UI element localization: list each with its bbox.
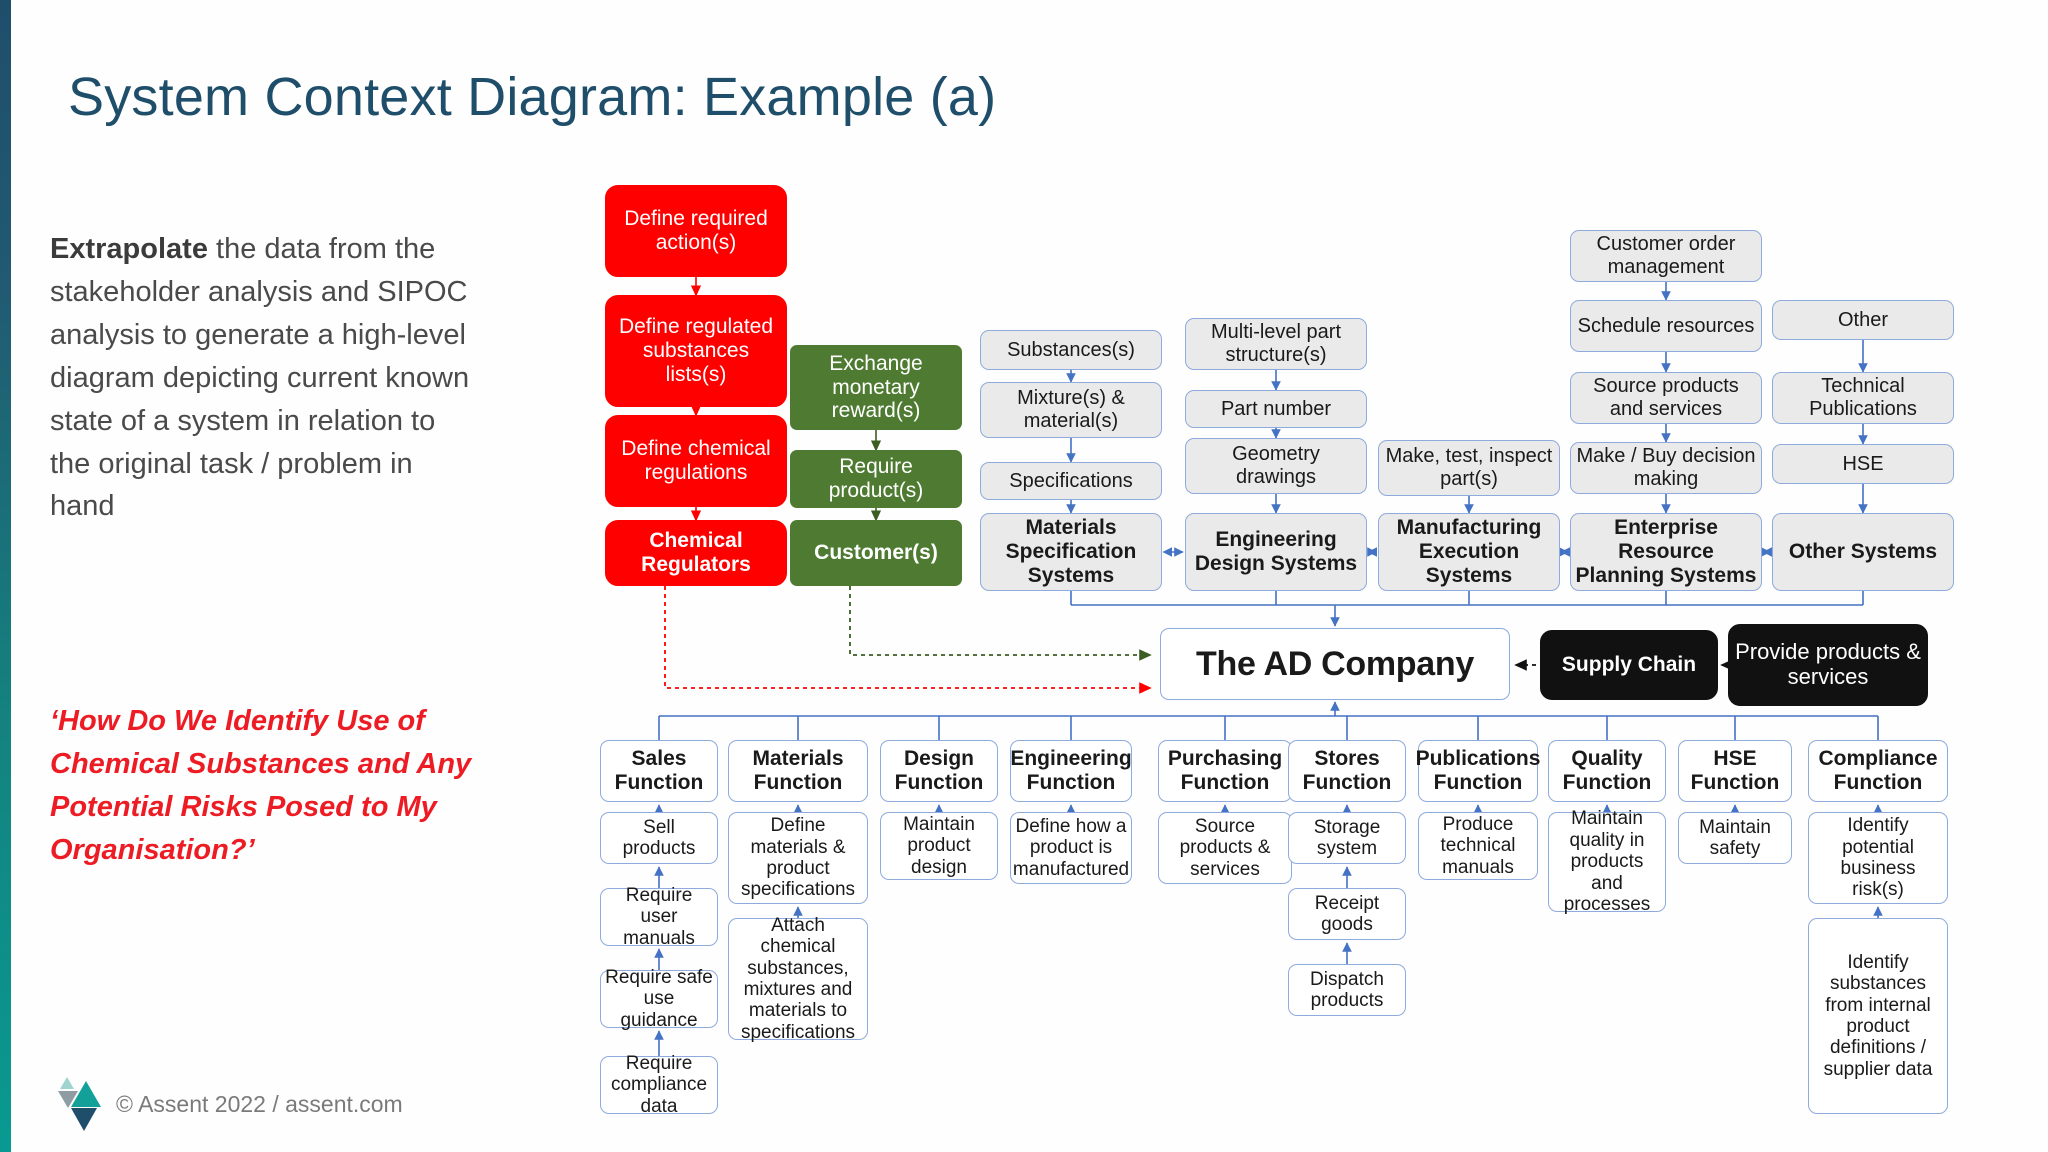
node-input-other: Other bbox=[1772, 300, 1954, 340]
page-title: System Context Diagram: Example (a) bbox=[68, 67, 997, 127]
node-activity-require-compliance-data: Require compliance data bbox=[600, 1053, 718, 1117]
node-input-part-number: Part number bbox=[1185, 390, 1367, 428]
node-function-design-function: Design Function bbox=[880, 740, 998, 802]
node-activity-maintain-product-design: Maintain product design bbox=[880, 812, 998, 880]
node-regulator-define-regulated-substances-lists-s: Define regulated substances lists(s) bbox=[605, 295, 787, 407]
node-activity-define-how-a-product-is-manufactured: Define how a product is manufactured bbox=[1010, 812, 1132, 884]
node-input-technical-publications: Technical Publications bbox=[1772, 372, 1954, 424]
node-function-stores-function: Stores Function bbox=[1288, 740, 1406, 802]
node-function-engineering-function: Engineering Function bbox=[1010, 740, 1132, 802]
node-activity-source-products-services: Source products & services bbox=[1158, 812, 1292, 884]
node-input-substances-s: Substances(s) bbox=[980, 330, 1162, 370]
node-activity-require-user-manuals: Require user manuals bbox=[600, 885, 718, 949]
question-callout: ‘How Do We Identify Use of Chemical Subs… bbox=[50, 705, 472, 866]
node-function-hse-function: HSE Function bbox=[1678, 740, 1792, 802]
node-function-quality-function: Quality Function bbox=[1548, 740, 1666, 802]
node-system-manufacturing-execution-systems: Manufacturing Execution Systems bbox=[1378, 513, 1560, 591]
node-customer-require-product-s: Require product(s) bbox=[790, 450, 962, 508]
node-input-hse: HSE bbox=[1772, 444, 1954, 484]
node-input-make-test-inspect-part-s: Make, test, inspect part(s) bbox=[1378, 440, 1560, 496]
node-activity-sell-products: Sell products bbox=[600, 812, 718, 864]
node-regulator-define-required-action-s: Define required action(s) bbox=[605, 185, 787, 277]
body-copy-rest: the data from the stakeholder analysis a… bbox=[50, 233, 470, 523]
node-activity-storage-system: Storage system bbox=[1288, 812, 1406, 864]
node-input-source-products-and-services: Source products and services bbox=[1570, 372, 1762, 424]
node-activity-receipt-goods: Receipt goods bbox=[1288, 888, 1406, 940]
node-regulator-define-chemical-regulations: Define chemical regulations bbox=[605, 415, 787, 507]
node-input-make-buy-decision-making: Make / Buy decision making bbox=[1570, 442, 1762, 494]
node-function-compliance-function: Compliance Function bbox=[1808, 740, 1948, 802]
node-input-customer-order-management: Customer order management bbox=[1570, 230, 1762, 282]
node-input-multi-level-part-structure-s: Multi-level part structure(s) bbox=[1185, 318, 1367, 370]
node-activity-dispatch-products: Dispatch products bbox=[1288, 964, 1406, 1016]
body-copy: Extrapolate the data from the stakeholde… bbox=[50, 228, 480, 528]
footer-text: © Assent 2022 / assent.com bbox=[116, 1090, 403, 1117]
node-customer-customer-s: Customer(s) bbox=[790, 520, 962, 586]
node-activity-define-materials-product-specifications: Define materials & product specification… bbox=[728, 812, 868, 904]
slide-accent-bar bbox=[0, 0, 11, 1152]
node-activity-maintain-quality-in-products-and-processes: Maintain quality in products and process… bbox=[1548, 808, 1666, 915]
node-function-sales-function: Sales Function bbox=[600, 740, 718, 802]
node-system-other-systems: Other Systems bbox=[1772, 513, 1954, 591]
node-supply-chain: Supply Chain bbox=[1540, 630, 1718, 700]
node-activity-attach-chemical-substances-mixtures-and-ma: Attach chemical substances, mixtures and… bbox=[728, 915, 868, 1043]
node-activity-identify-potential-business-risk-s: Identify potential business risk(s) bbox=[1808, 812, 1948, 904]
logo-triangle-light bbox=[60, 1077, 74, 1089]
node-customer-exchange-monetary-reward-s: Exchange monetary reward(s) bbox=[790, 345, 962, 430]
node-system-materials-specification-systems: Materials Specification Systems bbox=[980, 513, 1162, 591]
footer: © Assent 2022 / assent.com bbox=[58, 1075, 403, 1133]
node-system-engineering-design-systems: Engineering Design Systems bbox=[1185, 513, 1367, 591]
node-function-publications-function: Publications Function bbox=[1416, 740, 1540, 802]
node-activity-produce-technical-manuals: Produce technical manuals bbox=[1418, 812, 1538, 880]
logo-triangle-teal bbox=[71, 1081, 101, 1107]
logo-triangle-navy bbox=[71, 1108, 97, 1131]
node-the-ad-company: The AD Company bbox=[1160, 628, 1510, 700]
node-regulator-chemical-regulators: Chemical Regulators bbox=[605, 520, 787, 586]
node-input-schedule-resources: Schedule resources bbox=[1570, 300, 1762, 352]
node-system-enterprise-resource-planning-systems: Enterprise Resource Planning Systems bbox=[1570, 513, 1762, 591]
node-activity-maintain-safety: Maintain safety bbox=[1678, 812, 1792, 864]
node-provide-products-services: Provide products & services bbox=[1728, 624, 1928, 706]
node-input-geometry-drawings: Geometry drawings bbox=[1185, 438, 1367, 494]
body-copy-lead: Extrapolate bbox=[50, 233, 208, 265]
node-activity-identify-substances-from-internal-product-: Identify substances from internal produc… bbox=[1808, 918, 1948, 1114]
node-input-specifications: Specifications bbox=[980, 462, 1162, 500]
assent-logo-icon bbox=[58, 1075, 101, 1133]
node-function-materials-function: Materials Function bbox=[728, 740, 868, 802]
node-function-purchasing-function: Purchasing Function bbox=[1158, 740, 1292, 802]
node-activity-require-safe-use-guidance: Require safe use guidance bbox=[600, 967, 718, 1031]
node-input-mixture-s-material-s: Mixture(s) & material(s) bbox=[980, 382, 1162, 438]
